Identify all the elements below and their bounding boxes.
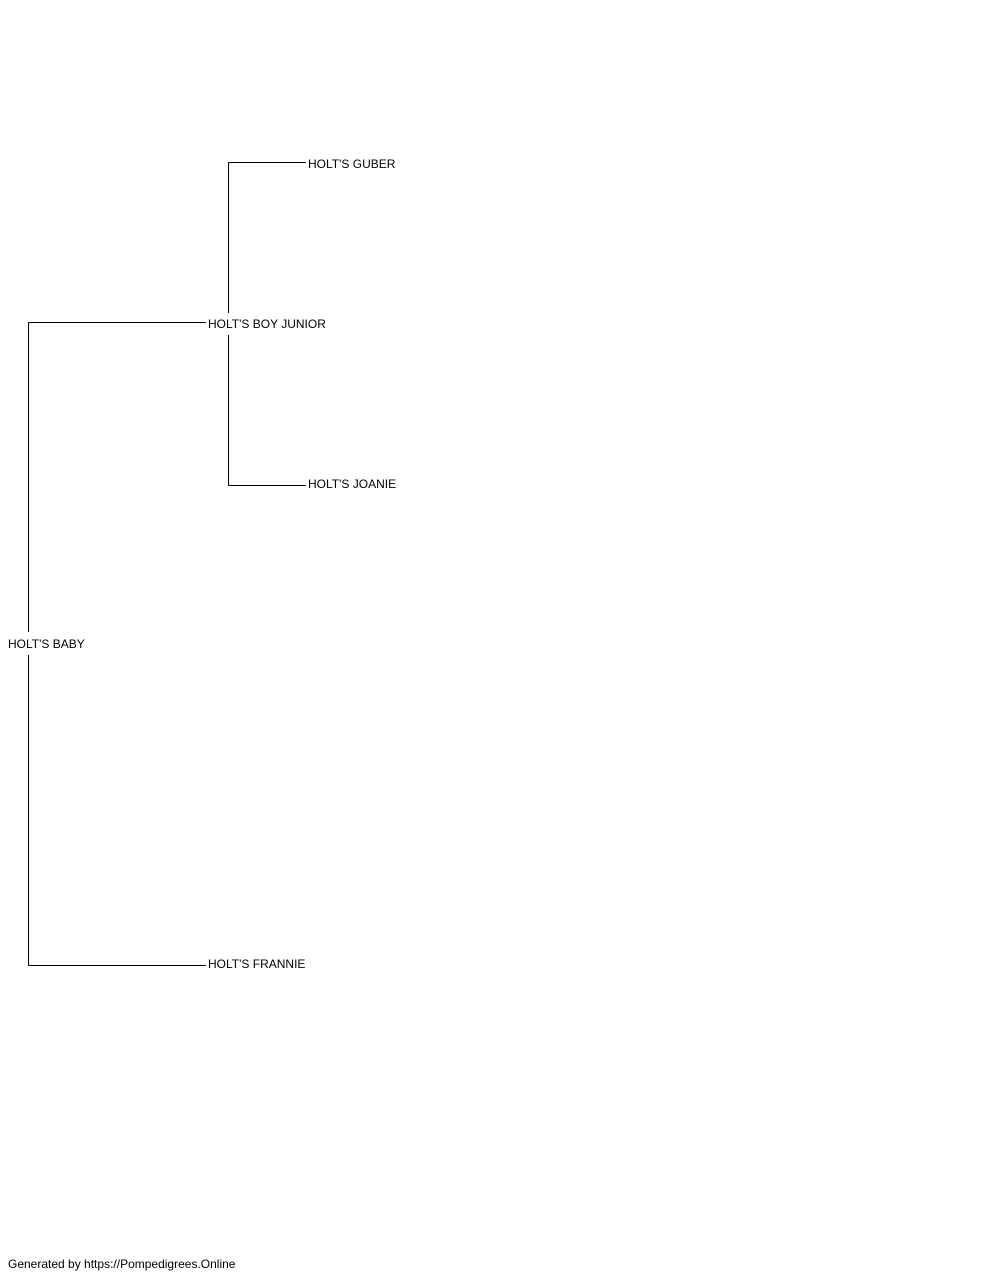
generator-credit: Generated by https://Pompedigrees.Online xyxy=(8,1257,236,1271)
sire-sire-name: HOLT'S GUBER xyxy=(308,157,396,171)
sire-name: HOLT'S BOY JUNIOR xyxy=(208,317,326,331)
subject-name: HOLT'S BABY xyxy=(8,637,85,651)
dam-name: HOLT'S FRANNIE xyxy=(208,957,305,971)
sire-dam-name: HOLT'S JOANIE xyxy=(308,477,396,491)
